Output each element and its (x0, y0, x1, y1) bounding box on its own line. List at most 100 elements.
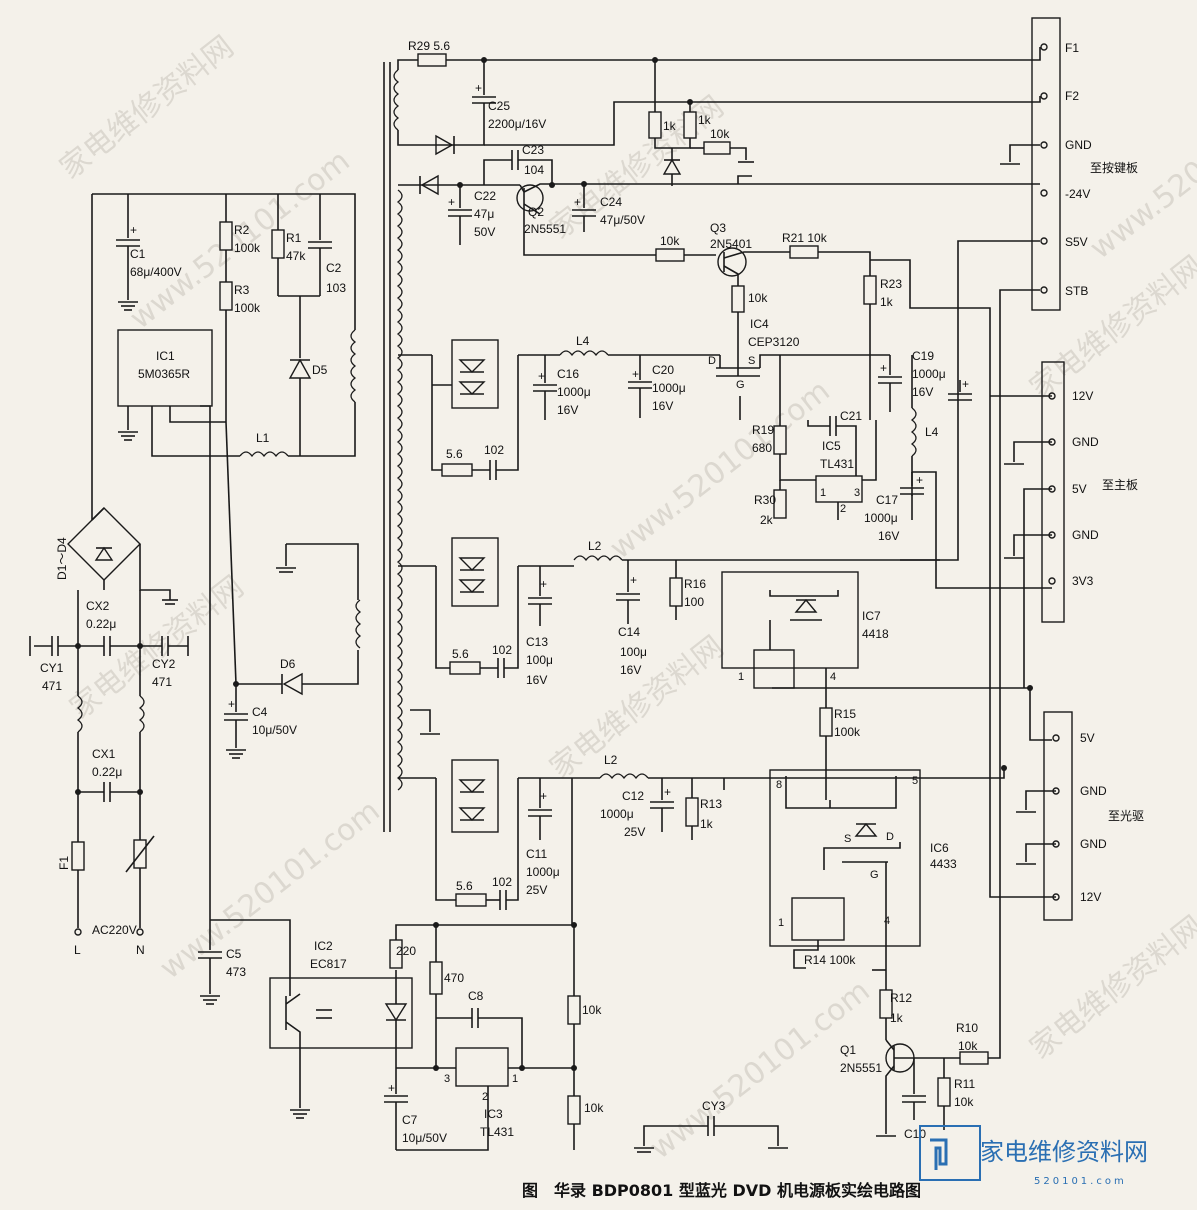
pin-number: 1 (738, 671, 744, 683)
r10-value: 10k (958, 1039, 978, 1053)
ac-input-label: AC220V (92, 923, 137, 937)
r23-label: R23 (880, 277, 902, 291)
pin-number: 2 (482, 1091, 488, 1103)
pin-number: 8 (776, 779, 782, 791)
c17-value: 1000μ (864, 511, 898, 525)
ic1-type: 5M0365R (138, 367, 190, 381)
q2-type: 2N5551 (524, 222, 566, 236)
ic2-label: IC2 (314, 939, 333, 953)
c22-voltage: 50V (474, 225, 495, 239)
c22-value: 47μ (474, 207, 494, 221)
c7-label: C7 (402, 1113, 418, 1127)
q2-label: Q2 (528, 205, 544, 219)
c8-label: C8 (468, 989, 484, 1003)
c12-label: C12 (622, 789, 644, 803)
l1-label: L1 (256, 431, 270, 445)
watermark-text: www.520101.com (153, 793, 386, 986)
d6-label: D6 (280, 657, 296, 671)
svg-text:+: + (448, 195, 455, 209)
pin-number: 4 (830, 671, 836, 683)
f1-fuse-label: F1 (57, 856, 71, 870)
svg-text:+: + (880, 361, 887, 375)
c5-label: C5 (226, 947, 242, 961)
c20-label: C20 (652, 363, 674, 377)
ic1-label: IC1 (156, 349, 175, 363)
watermark-text: 家电维修资料网 (1023, 909, 1197, 1066)
primary-circuit: + C1 68μ/400V R2 100k R3 100k R1 47k C2 … (29, 193, 440, 957)
r14-label: R14 100k (804, 953, 856, 967)
c2-label: C2 (326, 261, 342, 275)
svg-text:+: + (538, 369, 545, 383)
c14-label: C14 (618, 625, 640, 639)
q3-type: 2N5401 (710, 237, 752, 251)
r2-label: R2 (234, 223, 250, 237)
l2-label: L2 (604, 753, 618, 767)
ic7-type: 4418 (862, 627, 889, 641)
ic6-label: IC6 (930, 841, 949, 855)
l4-label: L4 (576, 334, 590, 348)
cx1-value: 0.22μ (92, 765, 122, 779)
pin-label: GND (1072, 528, 1099, 542)
cy3-label: CY3 (702, 1099, 726, 1113)
c13-label: C13 (526, 635, 548, 649)
svg-text:D: D (708, 355, 716, 367)
filament-supply: R29 5.6 + C25 2200μ/16V 1k 1k 10k (397, 39, 1041, 186)
rail-3v3: 5.6 102 L2 + C13 100μ 16V + C14 100μ 16V… (398, 395, 1052, 741)
cy2-value: 471 (152, 675, 172, 689)
site-logo: 家电维修资料网 520101.com (919, 1125, 1148, 1187)
cy2-label: CY2 (152, 657, 176, 671)
svg-text:S: S (844, 833, 851, 845)
r1-value: 47k (286, 249, 306, 263)
logo-url: 520101.com (1034, 1176, 1127, 1187)
c16-voltage: 16V (557, 403, 578, 417)
c24-label: C24 (600, 195, 622, 209)
svg-text:3: 3 (854, 487, 860, 499)
c25-label: C25 (488, 99, 510, 113)
c13-value: 100μ (526, 653, 553, 667)
c17-voltage: 16V (878, 529, 899, 543)
watermark-text: 家电维修资料网 (1023, 249, 1197, 406)
ic5-type: TL431 (820, 457, 854, 471)
pin-label: GND (1080, 837, 1107, 851)
svg-text:+: + (130, 223, 137, 237)
pin-label: -24V (1065, 187, 1090, 201)
pin-number: 5 (912, 775, 918, 787)
ic4-label: IC4 (750, 317, 769, 331)
pin-number: 4 (884, 915, 890, 927)
r11-value: 10k (954, 1095, 974, 1109)
res-10k-label: 10k (660, 234, 680, 248)
pin-label: 5V (1072, 482, 1087, 496)
r11-label: R11 (954, 1077, 975, 1091)
c16-label: C16 (557, 367, 579, 381)
d1-d4-label: D1～D4 (55, 537, 69, 580)
figure-caption: 图 华录 BDP0801 型蓝光 DVD 机电源板实绘电路图 (522, 1181, 921, 1200)
terminal-n-label: N (136, 943, 145, 957)
keypad-connector: F1 F2 GND -24V S5V STB 至按键板 (1031, 17, 1138, 311)
c22-label: C22 (474, 189, 496, 203)
l2-label: L2 (588, 539, 602, 553)
standby-switch: 10k Q3 2N5401 R21 10k R23 1k 10k (523, 208, 1040, 1050)
c25-value: 2200μ/16V (488, 117, 546, 131)
svg-text:+: + (540, 789, 547, 803)
ic3-type: TL431 (480, 1125, 514, 1139)
rail-12v: 5.6 102 L2 + C11 1000μ 25V + C12 1000μ 2… (398, 707, 1056, 1141)
r1-label: R1 (286, 231, 302, 245)
ic7-label: IC7 (862, 609, 881, 623)
q3-label: Q3 (710, 221, 726, 235)
pin-number: 3 (444, 1073, 450, 1085)
r23-value: 1k (880, 295, 894, 309)
ic3-label: IC3 (484, 1107, 503, 1121)
svg-text:2: 2 (840, 503, 846, 515)
res-1k-label: 1k (698, 113, 712, 127)
logo-text: 家电维修资料网 (980, 1138, 1148, 1166)
c1-value: 68μ/400V (130, 265, 182, 279)
pin-label: GND (1072, 435, 1099, 449)
ic5-label: IC5 (822, 439, 841, 453)
c7-value: 10μ/50V (402, 1131, 447, 1145)
c23-label: C23 (522, 143, 544, 157)
res-10k-label: 10k (584, 1101, 604, 1115)
pin-number: 1 (778, 917, 784, 929)
r30-value: 2k (760, 513, 774, 527)
r29-label: R29 5.6 (408, 39, 450, 53)
